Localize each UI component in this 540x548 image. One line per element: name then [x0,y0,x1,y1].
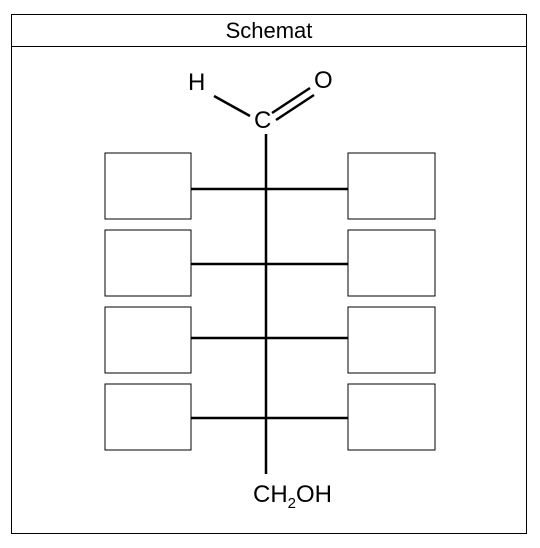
answer-box-left-2[interactable] [104,229,192,297]
right-answer-boxes [347,152,436,451]
carbon-label: C [254,107,271,134]
answer-box-left-4[interactable] [104,383,192,451]
answer-box-left-3[interactable] [104,306,192,374]
subscript-two: 2 [288,495,296,512]
answer-box-right-1[interactable] [347,152,436,220]
ch-text: CH [253,481,288,508]
left-answer-boxes [104,152,192,451]
schema-frame: Schemat [11,14,527,534]
schema-title: Schemat [12,15,526,47]
answer-box-right-3[interactable] [347,306,436,374]
answer-box-right-4[interactable] [347,383,436,451]
answer-box-right-2[interactable] [347,229,436,297]
oh-text: OH [296,481,332,508]
oxygen-label: O [314,67,333,94]
c-o-double-bond-1 [271,86,311,115]
ch2oh-label: CH2OH [253,481,332,512]
c-o-double-bond-2 [275,93,315,122]
answer-box-left-1[interactable] [104,152,192,220]
h-c-bond [213,94,251,118]
hydrogen-label: H [188,69,205,96]
